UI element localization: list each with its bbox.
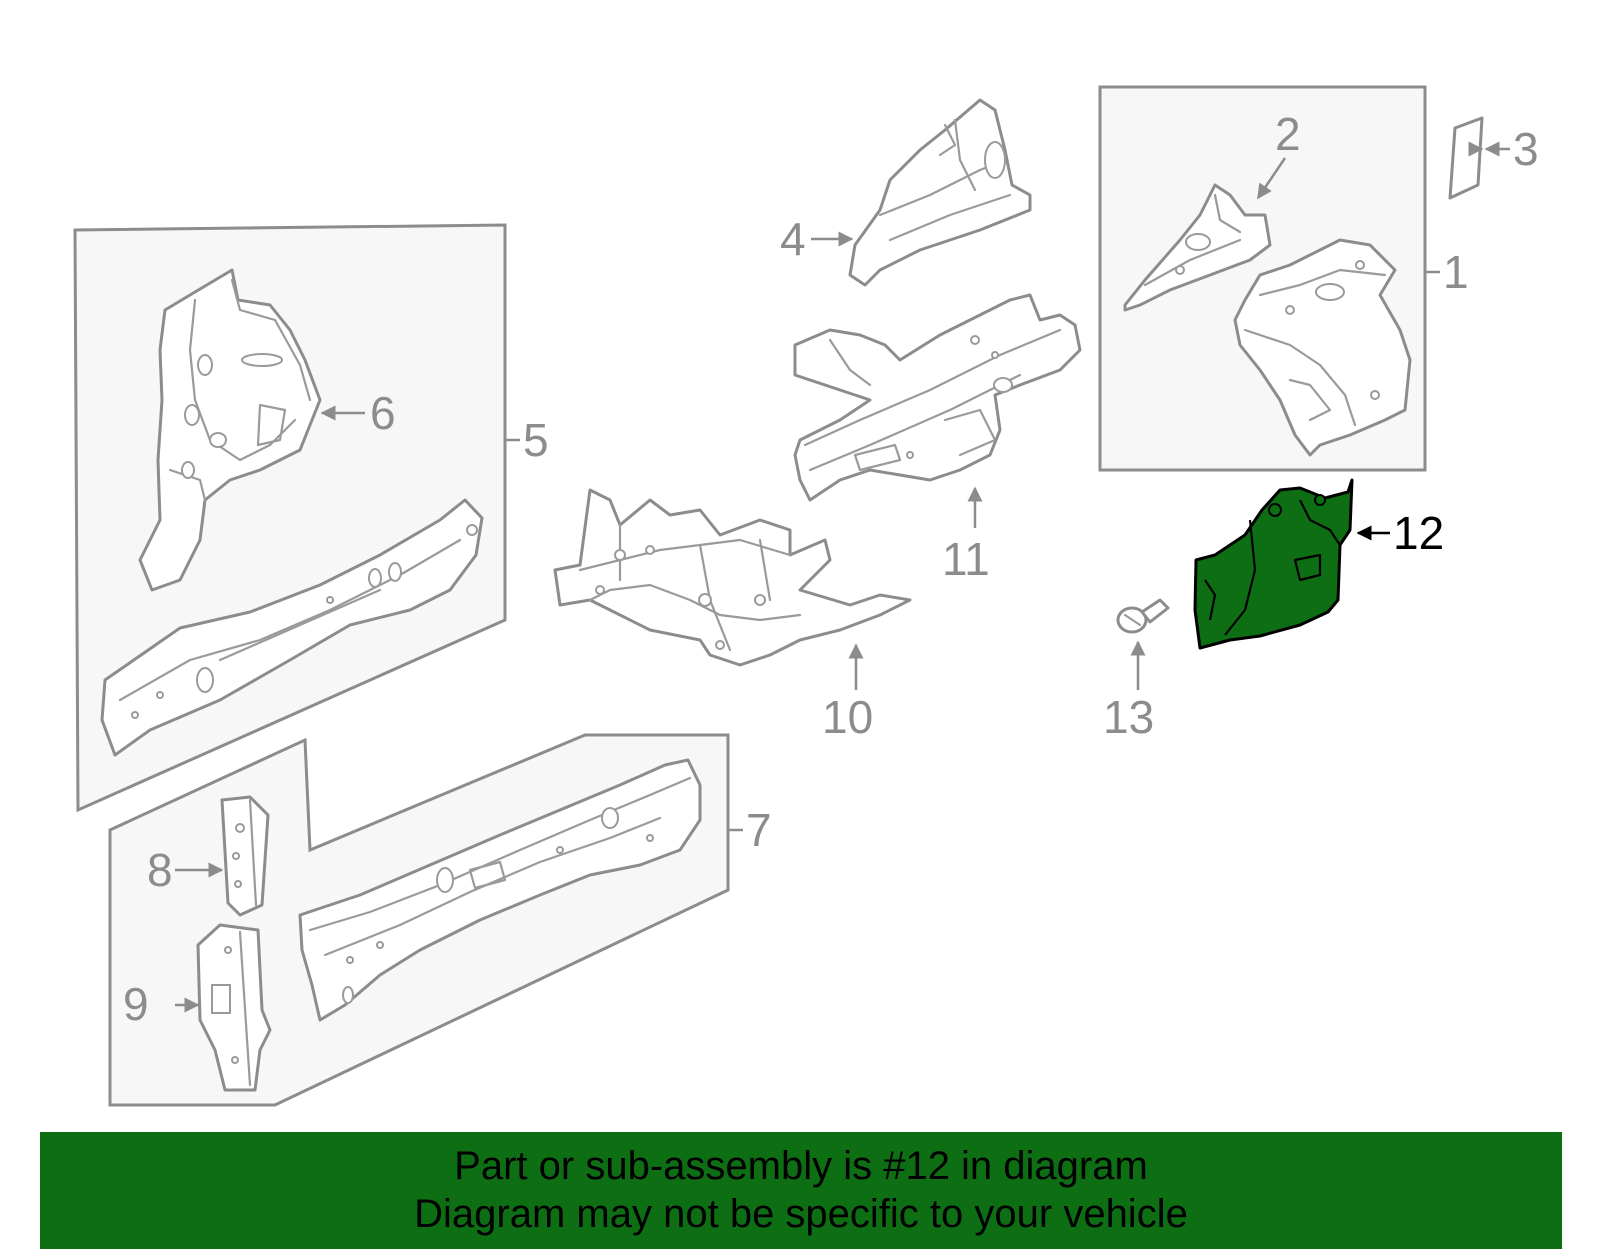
info-banner: Part or sub-assembly is #12 in diagram D… xyxy=(40,1132,1562,1249)
part-8-bracket xyxy=(220,795,270,917)
callout-1: 1 xyxy=(1443,246,1469,298)
part-7-front-side-member xyxy=(298,758,702,1022)
callout-6: 6 xyxy=(370,387,396,439)
banner-line-part-number: Part or sub-assembly is #12 in diagram xyxy=(454,1144,1148,1188)
callout-11: 11 xyxy=(942,533,990,585)
part-4-upper-member xyxy=(848,98,1032,287)
callout-7: 7 xyxy=(746,804,772,856)
leader-lines xyxy=(175,141,1510,1013)
part-10-apron-assembly xyxy=(553,488,912,667)
part-6-wheelhouse-panel xyxy=(138,268,322,592)
part-9-bracket xyxy=(196,923,272,1092)
banner-line-disclaimer: Diagram may not be specific to your vehi… xyxy=(414,1192,1188,1236)
callout-9: 9 xyxy=(123,978,149,1030)
part-1-wheelhouse-assembly xyxy=(1233,238,1412,457)
part-2-upper-reinforcement xyxy=(1123,183,1272,312)
part-5-lower-rail xyxy=(100,498,484,757)
part-12-highlighted-splash-shield xyxy=(1193,478,1354,650)
part-13-clip xyxy=(1116,598,1170,634)
callout-10: 10 xyxy=(822,691,873,743)
callout-8: 8 xyxy=(147,844,173,896)
part-3-plate xyxy=(1448,116,1484,200)
part-11-side-member xyxy=(793,293,1082,502)
callout-3: 3 xyxy=(1513,123,1539,175)
callout-4: 4 xyxy=(780,213,806,265)
callout-5: 5 xyxy=(523,414,549,466)
callout-12: 12 xyxy=(1393,507,1444,559)
callout-13: 13 xyxy=(1103,691,1154,743)
callout-2: 2 xyxy=(1275,108,1301,160)
